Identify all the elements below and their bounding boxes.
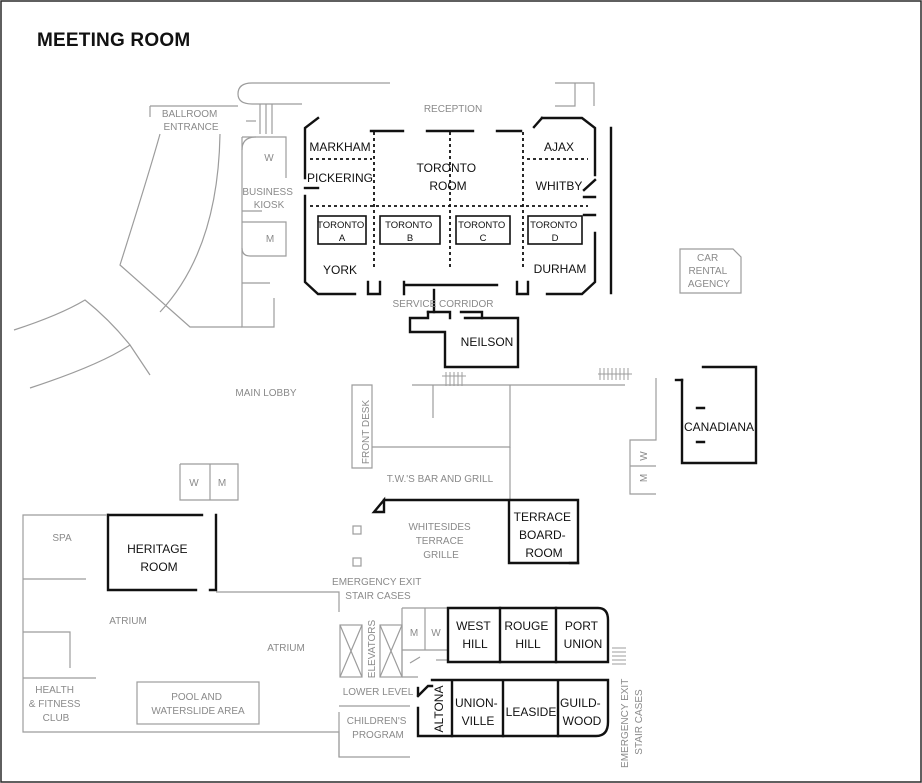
area-health-club: HEALTH & FITNESS CLUB bbox=[29, 685, 83, 724]
room-toronto-c: TORONTO C bbox=[458, 220, 508, 244]
area-whitesides: WHITESIDES TERRACE GRILLE bbox=[408, 522, 473, 561]
room-heritage: HERITAGE ROOM bbox=[127, 542, 191, 574]
area-emergency-exit-side: EMERGENCY EXIT STAIR CASES bbox=[620, 676, 645, 768]
area-reception: RECEPTION bbox=[424, 104, 482, 115]
area-atrium-left: ATRIUM bbox=[109, 616, 147, 627]
room-west-hill: WEST HILL bbox=[456, 619, 494, 651]
room-altona: ALTONA bbox=[432, 686, 446, 733]
washroom-m-mid: M bbox=[218, 478, 226, 489]
meeting-room-walls bbox=[106, 116, 758, 738]
area-business-kiosk: BUSINESS KIOSK bbox=[242, 187, 295, 211]
room-labels: MARKHAM PICKERING TORONTO ROOM AJAX WHIT… bbox=[127, 140, 754, 732]
room-terrace-boardroom: TERRACE BOARD- ROOM bbox=[514, 510, 575, 560]
washroom-w-top: W bbox=[264, 153, 274, 164]
area-atrium-right: ATRIUM bbox=[267, 643, 305, 654]
room-durham: DURHAM bbox=[534, 262, 587, 276]
page-title: MEETING ROOM bbox=[37, 30, 190, 51]
area-labels: RECEPTION BALLROOM ENTRANCE W BUSINESS K… bbox=[29, 104, 731, 768]
room-toronto-a: TORONTO A bbox=[317, 220, 367, 244]
room-toronto-d: TORONTO D bbox=[530, 220, 580, 244]
room-ajax: AJAX bbox=[544, 140, 574, 154]
area-front-desk: FRONT DESK bbox=[361, 400, 372, 465]
area-service-corridor: SERVICE CORRIDOR bbox=[393, 299, 494, 310]
room-whitby: WHITBY bbox=[536, 179, 583, 193]
washroom-m-lower: M bbox=[410, 628, 418, 639]
area-lower-level: LOWER LEVEL bbox=[343, 687, 414, 698]
room-pickering: PICKERING bbox=[307, 171, 373, 185]
washroom-w-right: W bbox=[639, 451, 650, 461]
room-toronto: TORONTO ROOM bbox=[417, 161, 480, 193]
building-outline bbox=[13, 82, 742, 758]
washroom-m-right: M bbox=[639, 474, 650, 482]
washroom-w-lower: W bbox=[431, 628, 441, 639]
area-main-lobby: MAIN LOBBY bbox=[235, 388, 296, 399]
room-markham: MARKHAM bbox=[309, 140, 370, 154]
area-spa: SPA bbox=[52, 533, 72, 544]
area-ballroom-entrance: BALLROOM ENTRANCE bbox=[162, 109, 220, 133]
room-unionville: UNION- VILLE bbox=[455, 696, 501, 728]
area-childrens-program: CHILDREN'S PROGRAM bbox=[347, 716, 409, 741]
area-emergency-exit-top: EMERGENCY EXIT STAIR CASES bbox=[332, 577, 424, 602]
room-port-union: PORT UNION bbox=[564, 619, 603, 651]
area-elevators: ELEVATORS bbox=[367, 619, 378, 678]
washroom-m-top: M bbox=[266, 234, 274, 245]
room-leaside: LEASIDE bbox=[506, 705, 557, 719]
area-car-rental: CAR RENTAL AGENCY bbox=[688, 253, 731, 290]
room-canadiana: CANADIANA bbox=[684, 420, 754, 434]
room-toronto-line-1: TORONTO bbox=[417, 161, 477, 175]
room-rouge-hill: ROUGE HILL bbox=[504, 619, 551, 651]
room-neilson: NEILSON bbox=[461, 335, 514, 349]
area-tw-bar: T.W.'S BAR AND GRILL bbox=[387, 474, 494, 485]
room-york: YORK bbox=[323, 263, 357, 277]
area-pool: POOL AND WATERSLIDE AREA bbox=[151, 692, 245, 717]
room-toronto-line-2: ROOM bbox=[429, 179, 466, 193]
room-toronto-b: TORONTO B bbox=[385, 220, 435, 244]
room-guildwood: GUILD- WOOD bbox=[560, 696, 604, 728]
washroom-w-mid: W bbox=[189, 478, 199, 489]
